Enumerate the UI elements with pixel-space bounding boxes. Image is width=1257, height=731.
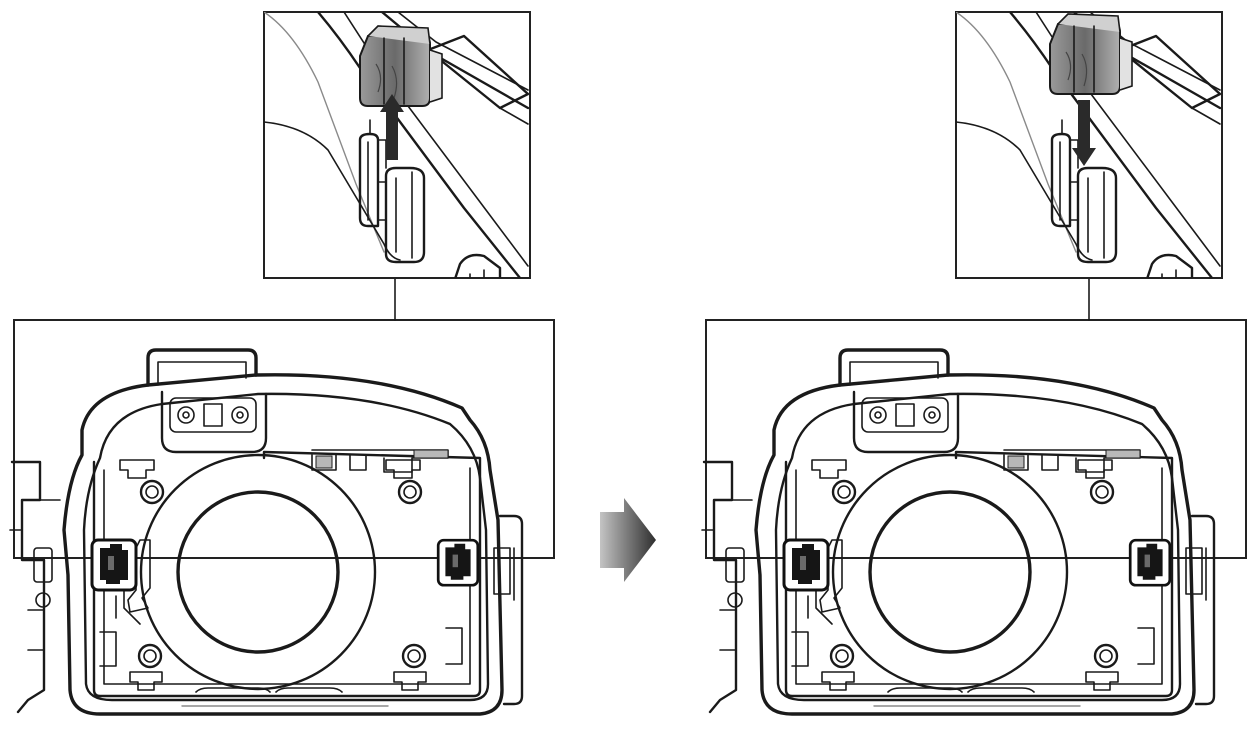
transition-arrow-icon: [600, 498, 656, 582]
latch-clip-left-side-after: [782, 538, 830, 592]
panel-after: [700, 11, 1247, 716]
panel-before: [8, 11, 555, 716]
latch-clip-right-side-after: [1128, 538, 1172, 587]
latch-clip-left-side: [90, 538, 138, 592]
latch-clip-right-side: [436, 538, 480, 587]
